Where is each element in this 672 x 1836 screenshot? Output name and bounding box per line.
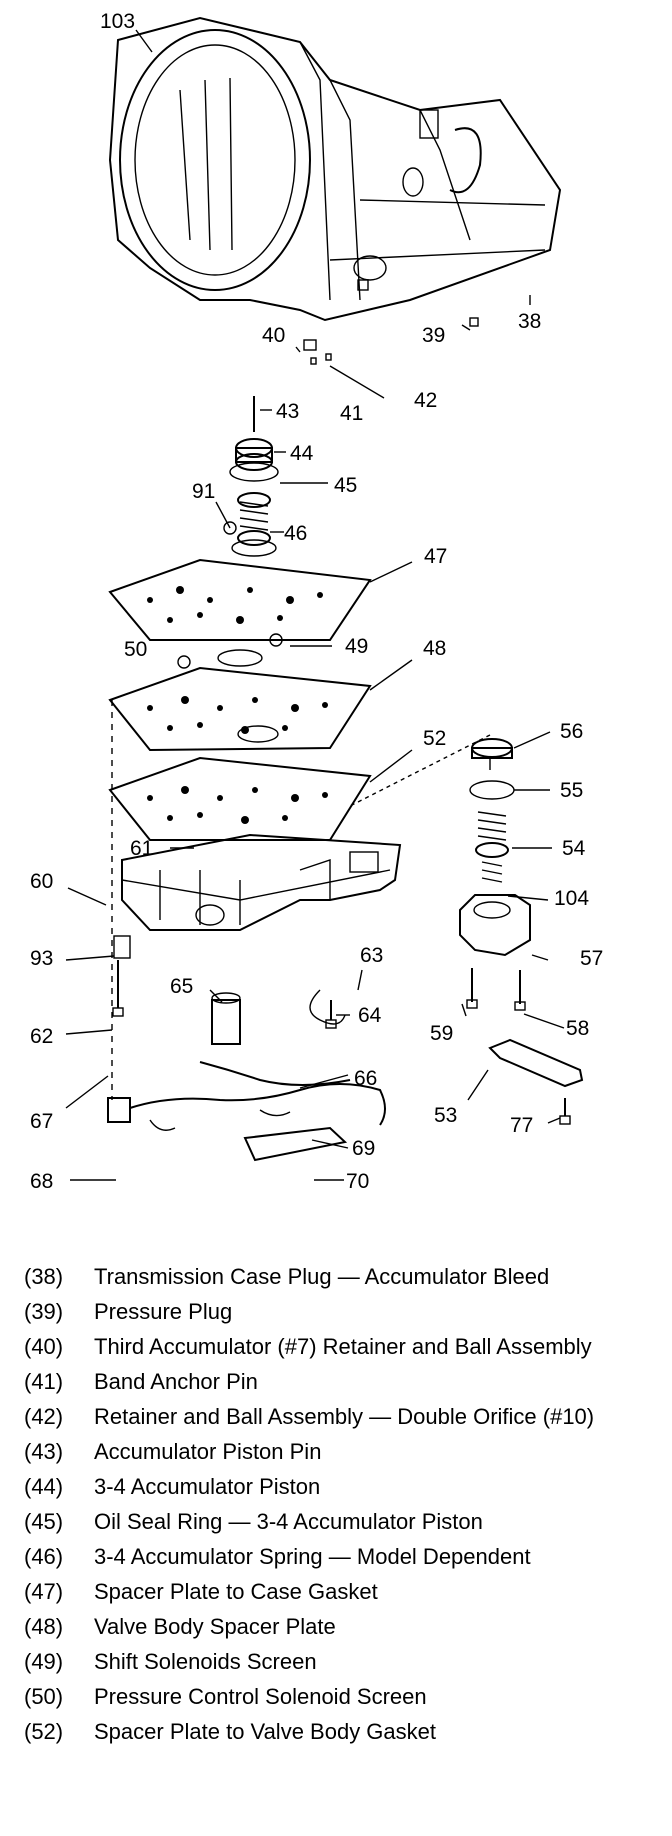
callout-47: 47 xyxy=(424,545,447,568)
legend-item: (44) 3-4 Accumulator Piston xyxy=(24,1472,664,1501)
legend-item: (47) Spacer Plate to Case Gasket xyxy=(24,1577,664,1606)
callout-50: 50 xyxy=(124,638,147,661)
legend-number: (46) xyxy=(24,1544,64,1569)
callout-48: 48 xyxy=(423,637,446,660)
callout-53: 53 xyxy=(434,1104,457,1127)
legend-number: (42) xyxy=(24,1404,64,1429)
legend-number: (52) xyxy=(24,1719,64,1744)
callout-58: 58 xyxy=(566,1017,589,1040)
callout-59: 59 xyxy=(430,1022,453,1045)
parts-legend: (38) Transmission Case Plug — Accumulator… xyxy=(24,1262,664,1752)
callout-55: 55 xyxy=(560,779,583,802)
legend-description: Spacer Plate to Case Gasket xyxy=(94,1579,378,1604)
plates-drawing xyxy=(108,558,372,841)
legend-number: (38) xyxy=(24,1264,64,1289)
callout-38: 38 xyxy=(518,310,541,333)
legend-number: (43) xyxy=(24,1439,64,1464)
legend-description: Spacer Plate to Valve Body Gasket xyxy=(94,1719,436,1744)
callout-54: 54 xyxy=(562,837,586,860)
legend-description: Retainer and Ball Assembly — Double Orif… xyxy=(94,1404,595,1429)
callout-77: 77 xyxy=(510,1114,533,1137)
legend-item: (48) Valve Body Spacer Plate xyxy=(24,1612,664,1641)
callout-104: 104 xyxy=(554,887,589,910)
legend-number: (44) xyxy=(24,1474,64,1499)
legend-item: (39) Pressure Plug xyxy=(24,1297,664,1326)
callout-41: 41 xyxy=(340,402,363,425)
legend-item: (45) Oil Seal Ring — 3-4 Accumulator Pist… xyxy=(24,1507,664,1536)
legend-number: (50) xyxy=(24,1684,64,1709)
accumulator-stack-drawing xyxy=(223,396,279,557)
legend-number: (41) xyxy=(24,1369,64,1394)
legend-item: (49) Shift Solenoids Screen xyxy=(24,1647,664,1676)
legend-number: (40) xyxy=(24,1334,64,1359)
legend-item: (42) Retainer and Ball Assembly — Double … xyxy=(24,1402,664,1431)
legend-number: (39) xyxy=(24,1299,64,1324)
callout-91: 91 xyxy=(192,480,215,503)
legend-item: (41) Band Anchor Pin xyxy=(24,1367,664,1396)
legend-description: Oil Seal Ring — 3-4 Accumulator Piston xyxy=(94,1509,483,1534)
legend-description: Pressure Control Solenoid Screen xyxy=(94,1684,427,1709)
legend-number: (45) xyxy=(24,1509,64,1534)
callout-49: 49 xyxy=(345,635,368,658)
legend-item: (40) Third Accumulator (#7) Retainer and … xyxy=(24,1332,664,1361)
callout-39: 39 xyxy=(422,324,445,347)
legend-item: (43) Accumulator Piston Pin xyxy=(24,1437,664,1466)
callout-labels: 103 38 39 40 41 42 43 44 45 91 46 47 50 … xyxy=(30,10,603,1193)
callout-43: 43 xyxy=(276,400,299,423)
callout-44: 44 xyxy=(290,442,314,465)
callout-40: 40 xyxy=(262,324,285,347)
legend-number: (48) xyxy=(24,1614,64,1639)
legend-item: (52) Spacer Plate to Valve Body Gasket xyxy=(24,1717,664,1746)
callout-63: 63 xyxy=(360,944,383,967)
callout-93: 93 xyxy=(30,947,53,970)
legend-description: Valve Body Spacer Plate xyxy=(94,1614,336,1639)
legend-description: 3-4 Accumulator Piston xyxy=(94,1474,321,1499)
legend-item: (38) Transmission Case Plug — Accumulator… xyxy=(24,1262,664,1291)
callout-62: 62 xyxy=(30,1025,53,1048)
bracket-drawing xyxy=(488,1038,584,1088)
exploded-parts-diagram: 103 38 39 40 41 42 43 44 45 91 46 47 50 … xyxy=(30,10,603,1193)
callout-60: 60 xyxy=(30,870,53,893)
transmission-case-drawing xyxy=(108,16,562,322)
wiring-harness-drawing xyxy=(107,992,386,1162)
callout-46: 46 xyxy=(284,522,307,545)
right-accumulator-drawing xyxy=(459,738,531,957)
callout-66: 66 xyxy=(354,1067,377,1090)
callout-70: 70 xyxy=(346,1170,369,1193)
legend-description: Pressure Plug xyxy=(94,1299,233,1324)
legend-number: (47) xyxy=(24,1579,64,1604)
legend-item: (50) Pressure Control Solenoid Screen xyxy=(24,1682,664,1711)
callout-68: 68 xyxy=(30,1170,53,1193)
legend-description: Shift Solenoids Screen xyxy=(94,1649,317,1674)
callout-64: 64 xyxy=(358,1004,382,1027)
legend-item: (46) 3-4 Accumulator Spring — Model Depen… xyxy=(24,1542,664,1571)
callout-69: 69 xyxy=(352,1137,375,1160)
callout-45: 45 xyxy=(334,474,357,497)
legend-description: Third Accumulator (#7) Retainer and Ball… xyxy=(94,1334,592,1359)
legend-description: Accumulator Piston Pin xyxy=(94,1439,322,1464)
callout-103: 103 xyxy=(100,10,135,33)
bolts-drawing xyxy=(111,279,571,1125)
callout-61: 61 xyxy=(130,837,153,860)
legend-number: (49) xyxy=(24,1649,64,1674)
callout-67: 67 xyxy=(30,1110,53,1133)
callout-52: 52 xyxy=(423,727,446,750)
callout-57: 57 xyxy=(580,947,603,970)
valve-body-drawing xyxy=(121,833,402,931)
callout-56: 56 xyxy=(560,720,583,743)
legend-description: Band Anchor Pin xyxy=(94,1369,258,1394)
callout-42: 42 xyxy=(414,389,437,412)
callout-65: 65 xyxy=(170,975,193,998)
legend-description: 3-4 Accumulator Spring — Model Dependent xyxy=(94,1544,531,1569)
legend-description: Transmission Case Plug — Accumulator Ble… xyxy=(94,1264,550,1289)
